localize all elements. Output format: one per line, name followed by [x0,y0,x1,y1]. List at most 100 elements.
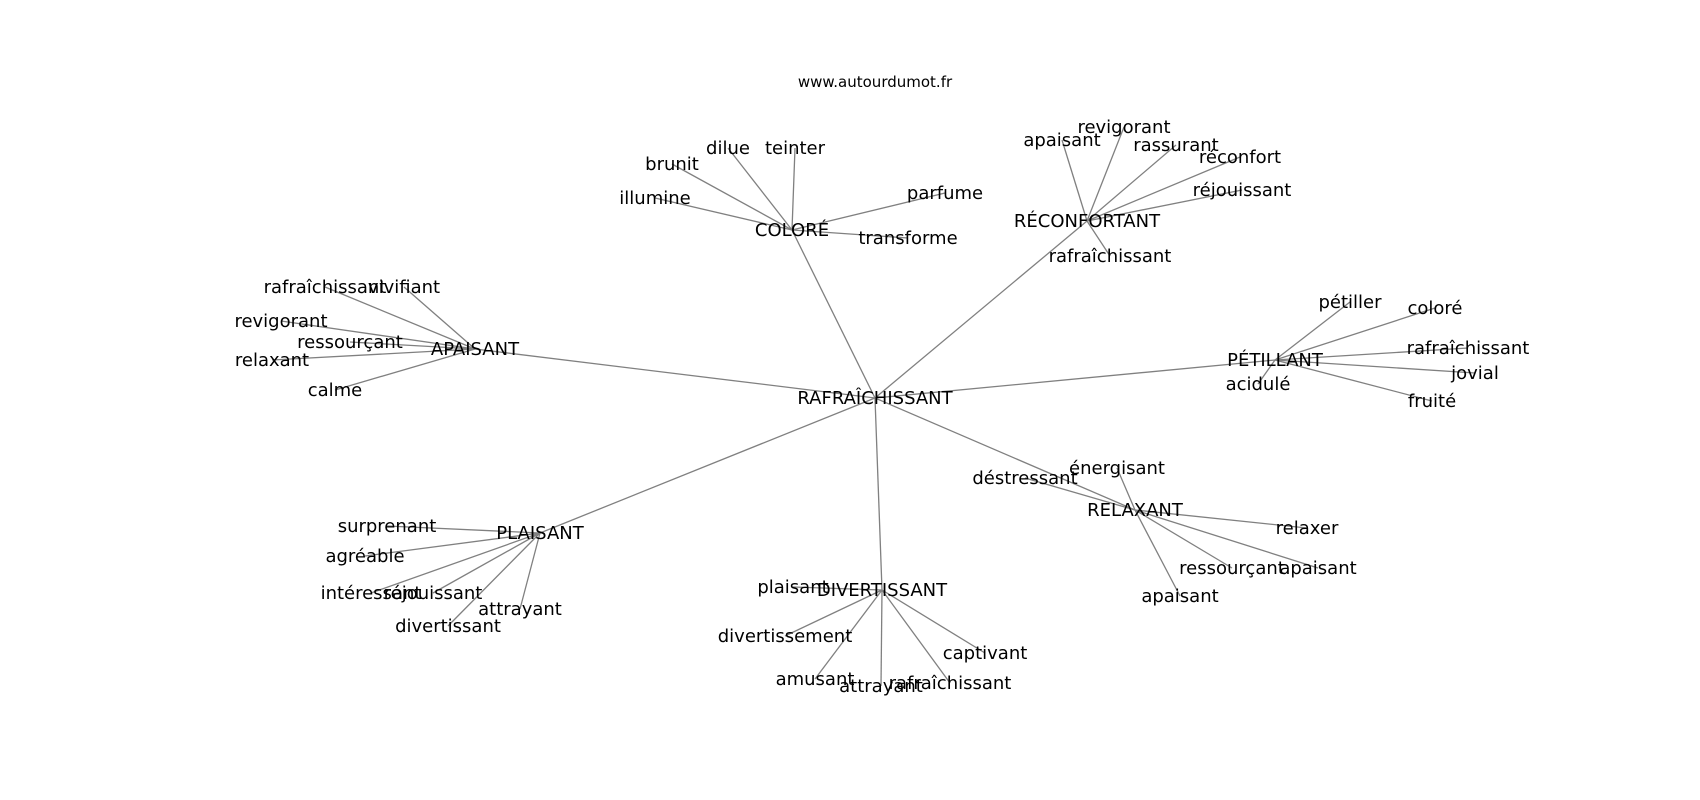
word-node-label[interactable]: rafraîchissant [889,673,1012,694]
word-node-label[interactable]: parfume [907,183,983,204]
edge-hub-to-word [791,229,909,239]
word-node-label[interactable]: surprenant [338,516,437,537]
word-node-label[interactable]: coloré [1407,298,1462,319]
word-node-label[interactable]: amusant [776,669,855,690]
word-node-label[interactable]: attrayant [839,676,923,697]
edge-hub-to-word [386,525,541,534]
site-url: www.autourdumot.fr [798,73,953,91]
word-node-label[interactable]: calme [308,380,363,401]
edge-hub-to-word [1086,189,1243,222]
edge-hub-to-word [349,341,476,350]
edge-hub-to-word [1134,509,1233,569]
word-node-label[interactable]: captivant [943,643,1028,664]
word-node-label[interactable]: fruité [1408,391,1456,412]
edge-hub-to-word [1086,156,1241,222]
word-node-label[interactable]: relaxant [235,350,309,371]
edge-hub-to-word [881,589,951,684]
edge-hub-to-word [1274,347,1469,361]
word-node-label[interactable]: divertissement [718,626,853,647]
word-node-label[interactable]: réjouissant [384,583,483,604]
word-node-label[interactable]: réjouissant [1193,180,1292,201]
edge-hub-to-word [403,286,476,350]
word-node-label[interactable]: teinter [765,138,826,159]
edge-center-to-hub [874,359,1276,399]
word-node-label[interactable]: dilue [706,138,750,159]
hub-node-label[interactable]: RÉCONFORTANT [1014,210,1161,232]
edge-hub-to-word [1061,139,1088,222]
word-node-label[interactable]: plaisant [757,577,828,598]
edge-center-to-hub [874,397,883,591]
edge-hub-to-word [1134,509,1319,569]
word-node-label[interactable]: brunit [645,154,699,175]
edge-hub-to-word [814,589,883,680]
edge-hub-to-word [447,532,541,627]
word-node-label[interactable]: transforme [858,228,957,249]
word-node-label[interactable]: vivifiant [368,277,440,298]
edge-hub-to-word [784,589,883,637]
word-node-label[interactable]: rassurant [1133,135,1219,156]
edge-hub-to-word [1086,144,1177,222]
word-node-label[interactable]: pétiller [1318,292,1382,313]
edge-hub-to-word [432,532,541,594]
edge-hub-to-word [1274,359,1433,402]
edge-hub-to-word [1116,467,1136,511]
edge-hub-to-word [654,197,793,231]
edge-hub-to-word [1134,509,1181,597]
edge-hub-to-word [519,532,541,610]
hub-node-label[interactable]: PLAISANT [496,523,584,544]
word-node-label[interactable]: rafraîchissant [1407,338,1530,359]
edge-hub-to-word [1274,359,1476,374]
hub-node-label[interactable]: DIVERTISSANT [817,580,948,601]
edge-center-to-hub [474,348,876,399]
word-node-label[interactable]: revigorant [1077,117,1170,138]
word-node-label[interactable]: ressourçant [1179,558,1285,579]
word-node-label[interactable]: apaisant [1141,586,1218,607]
edge-center-to-hub [874,220,1088,399]
edge-hub-to-word [334,348,476,391]
word-node-label[interactable]: ressourçant [297,332,403,353]
word-node-label[interactable]: agréable [325,546,404,567]
edge-hub-to-word [671,163,793,231]
word-node-label[interactable]: déstressant [972,468,1077,489]
edge-hub-to-word [271,348,476,361]
word-node-label[interactable]: attrayant [478,599,562,620]
hub-node-label[interactable]: PÉTILLANT [1227,349,1324,371]
word-node-label[interactable]: rafraîchissant [264,277,387,298]
edge-hub-to-word [324,286,476,350]
edge-hub-to-word [370,532,541,594]
edge-hub-to-word [1024,477,1136,511]
edge-hub-to-word [791,192,946,231]
edge-hub-to-word [1086,126,1125,222]
word-node-label[interactable]: revigorant [234,311,327,332]
word-node-label[interactable]: relaxer [1276,518,1339,539]
edge-hub-to-word [1274,301,1351,361]
word-node-label[interactable]: intéressant [321,583,422,604]
hub-node-label[interactable]: COLORÉ [755,219,829,241]
edge-hub-to-word [881,589,986,654]
edge-hub-to-word [1257,359,1276,385]
graph-labels: RAFRAÎCHISSANT COLORÉ dilue teinter brunit il… [234,117,1529,697]
word-node-label[interactable]: apaisant [1279,558,1356,579]
word-node-label[interactable]: jovial [1450,363,1499,384]
center-node-label[interactable]: RAFRAÎCHISSANT [797,387,953,409]
word-node-label[interactable]: apaisant [1023,130,1100,151]
hub-node-label[interactable]: APAISANT [431,339,520,360]
word-node-label[interactable]: réconfort [1199,147,1281,168]
graph-edges [271,126,1476,687]
edge-hub-to-word [791,147,796,231]
word-node-label[interactable]: énergisant [1069,458,1165,479]
edge-hub-to-word [880,589,883,687]
word-node-label[interactable]: acidulé [1226,374,1291,395]
word-node-label[interactable]: illumine [619,188,690,209]
word-node-label[interactable]: rafraîchissant [1049,246,1172,267]
hub-node-label[interactable]: RELAXANT [1087,500,1184,521]
edge-hub-to-word [1086,220,1111,257]
edge-hub-to-word [792,586,883,591]
edge-center-to-hub [791,229,876,399]
edge-hub-to-word [364,532,541,557]
edge-center-to-hub [539,397,876,534]
word-node-label[interactable]: divertissant [395,616,501,637]
edge-hub-to-word [280,320,476,350]
edge-hub-to-word [1134,509,1308,529]
